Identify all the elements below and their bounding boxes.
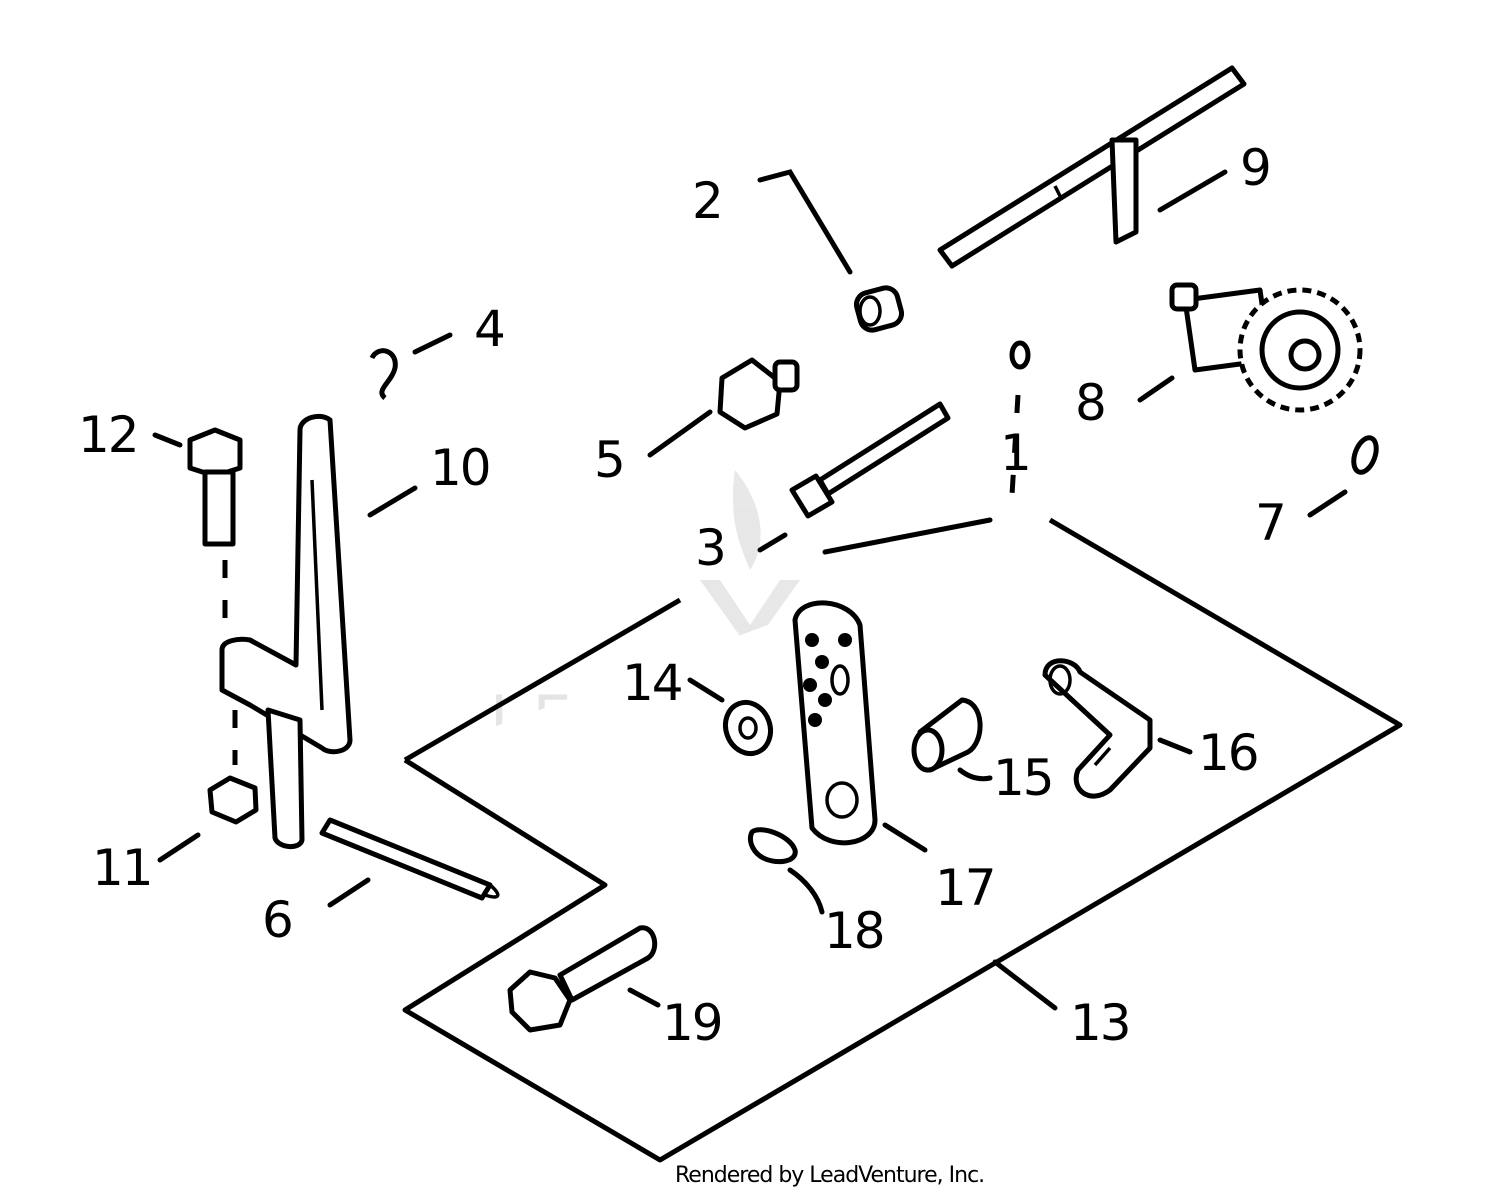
shaft-with-arm[interactable] bbox=[937, 65, 1247, 269]
bracket[interactable] bbox=[219, 413, 353, 755]
bracket-tab[interactable] bbox=[265, 707, 305, 849]
callout-7[interactable]: 7 bbox=[1255, 494, 1287, 552]
footer-credit: Rendered by LeadVenture, Inc. bbox=[675, 1163, 984, 1188]
callout-15[interactable]: 15 bbox=[993, 749, 1055, 807]
callout-19[interactable]: 19 bbox=[662, 994, 724, 1052]
hex-nut[interactable] bbox=[207, 775, 259, 825]
small-washer[interactable] bbox=[747, 827, 798, 865]
bracket-slot bbox=[310, 479, 324, 711]
callouts: 1 2 3 4 5 6 7 8 9 10 11 12 13 14 15 16 1… bbox=[78, 139, 1287, 1052]
callout-8[interactable]: 8 bbox=[1075, 374, 1107, 432]
callout-13[interactable]: 13 bbox=[1070, 994, 1132, 1052]
clip[interactable] bbox=[369, 348, 398, 400]
callout-4[interactable]: 4 bbox=[474, 300, 506, 358]
bushing[interactable] bbox=[853, 285, 905, 333]
washer[interactable] bbox=[718, 696, 777, 760]
callout-11[interactable]: 11 bbox=[92, 839, 154, 897]
gear-assembly[interactable] bbox=[1169, 282, 1363, 413]
plate-edge bbox=[822, 517, 993, 555]
long-bolt[interactable] bbox=[789, 401, 951, 519]
callout-9[interactable]: 9 bbox=[1240, 139, 1272, 197]
callout-3[interactable]: 3 bbox=[695, 519, 727, 577]
hex-bolt[interactable] bbox=[187, 427, 243, 620]
callout-12[interactable]: 12 bbox=[78, 406, 140, 464]
leader-lines bbox=[152, 169, 1348, 1011]
pivot-arm[interactable] bbox=[1042, 658, 1153, 799]
leadventure-watermark bbox=[700, 470, 800, 650]
ring[interactable] bbox=[1349, 435, 1380, 476]
spring[interactable] bbox=[319, 817, 500, 901]
callout-17[interactable]: 17 bbox=[935, 859, 997, 917]
callout-16[interactable]: 16 bbox=[1198, 724, 1260, 782]
callout-2[interactable]: 2 bbox=[692, 172, 724, 230]
callout-14[interactable]: 14 bbox=[622, 654, 684, 712]
base-plate[interactable] bbox=[402, 517, 1403, 1163]
callout-6[interactable]: 6 bbox=[262, 891, 294, 949]
callout-1[interactable]: 1 bbox=[1000, 424, 1032, 482]
roller[interactable] bbox=[911, 697, 983, 773]
cap-screw[interactable] bbox=[507, 925, 658, 1033]
link-plate[interactable] bbox=[792, 600, 878, 846]
callout-5[interactable]: 5 bbox=[594, 431, 626, 489]
callout-10[interactable]: 10 bbox=[430, 439, 492, 497]
nut-fitting[interactable] bbox=[717, 357, 800, 431]
callout-18[interactable]: 18 bbox=[824, 902, 886, 960]
pin[interactable] bbox=[1009, 340, 1031, 496]
